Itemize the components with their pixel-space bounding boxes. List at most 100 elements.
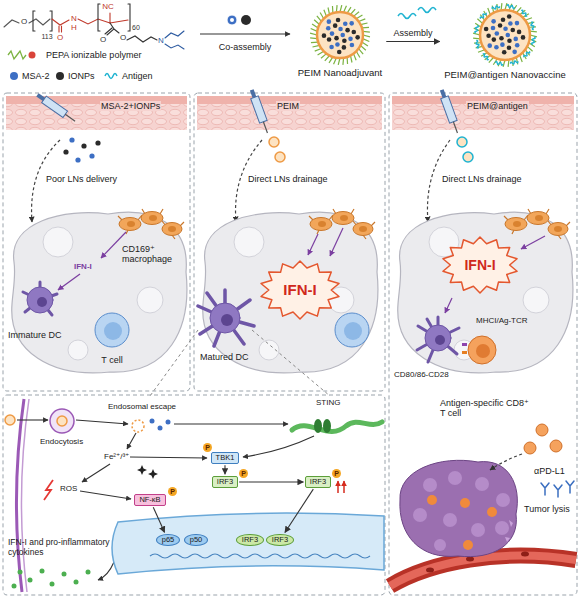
cell-membrane (16, 399, 24, 592)
chemical-structure (4, 20, 19, 27)
nanoparticle-shape (494, 45, 499, 50)
nanoparticle-shape (338, 27, 343, 32)
cell-label: CD169⁺ macrophage (122, 244, 186, 265)
nanoparticle-shape (471, 1, 539, 69)
t-cell (104, 322, 122, 340)
nanoparticle-shape (507, 14, 512, 19)
cytokine-dot (12, 569, 91, 589)
t-cell (344, 322, 362, 340)
blood-vessel (521, 552, 529, 557)
cell-label: Immature DC (8, 330, 62, 340)
pathway-arrow (80, 491, 131, 499)
blood-vessel (466, 557, 474, 562)
outcome-label: Tumor lysis (524, 504, 570, 514)
immune-synapse (462, 351, 467, 354)
antigen-specific-t-cell (524, 442, 536, 454)
skin-layer (392, 96, 574, 130)
zoom-line (150, 330, 330, 396)
legend-swatch (56, 72, 64, 80)
cytokine-dot (50, 582, 55, 587)
legend-sample (29, 52, 36, 59)
node-text: IRF3 (242, 536, 258, 545)
free-drug-particles (69, 137, 74, 142)
tumor (434, 539, 446, 551)
interaction-label: CD80/86-CD28 (394, 370, 449, 379)
legend-text: MSA-2 (22, 71, 50, 81)
dendritic-cell (27, 287, 53, 313)
nanoparticle-shape (487, 43, 492, 48)
repeat-count: 113 (41, 33, 52, 41)
nanoparticle-shape (343, 21, 348, 26)
nanoparticle-shape (480, 10, 530, 60)
cell-label: Matured DC (200, 352, 249, 362)
co-assembly-icon (227, 15, 237, 25)
chemical-structure (110, 13, 128, 23)
nanoparticle: PEIM@antigen Nanovaccine (441, 1, 569, 82)
skin-layer (197, 96, 382, 130)
tumor (423, 478, 437, 492)
nucleus (112, 513, 384, 574)
chemical-structure (78, 19, 110, 24)
antigen-specific-t-cell (490, 454, 522, 470)
nanoparticle-shape (515, 21, 520, 26)
signal-protein: IRF3 (212, 476, 238, 489)
connector-arrow (153, 507, 164, 532)
syringe (36, 93, 45, 101)
macrophage (309, 209, 375, 239)
cytokine-dot (18, 570, 23, 575)
nanoparticle-shape (473, 3, 537, 67)
nanoparticle-shape (330, 31, 335, 36)
antigen-specific-t-cell (550, 440, 562, 452)
antigen-icon (418, 8, 436, 13)
panel-frame (389, 93, 577, 595)
free-drug-particles (75, 157, 80, 162)
co-assembly-icon (230, 18, 234, 22)
phospho-mark: P (168, 487, 177, 496)
antigen-icon (398, 14, 416, 19)
endosome (50, 409, 74, 433)
syringe (251, 96, 267, 123)
nanoparticle-shape (510, 60, 518, 65)
nanoparticle-shape (531, 37, 535, 45)
nanoparticle-shape (505, 33, 510, 38)
node-text: IFN-I (283, 281, 316, 298)
signal-protein: IRF3 (305, 476, 331, 489)
nanoparticle-shape (335, 42, 340, 47)
tumor (427, 495, 437, 505)
cytokine-burst: IFN-I (258, 259, 342, 321)
nanoparticle-shape (508, 21, 513, 26)
tumor (413, 508, 427, 522)
fe-ion-symbol (137, 465, 158, 479)
dendritic-cell (221, 314, 233, 326)
signal-arrow (521, 236, 545, 249)
nanoparticle-shape (355, 35, 360, 40)
nanoparticle-shape (342, 45, 347, 50)
nanoparticle-shape (340, 33, 345, 38)
syringe (263, 122, 267, 133)
node-text: PEIM Nanoadjuvant (298, 68, 383, 79)
node-text: IRF3 (310, 478, 326, 487)
dendritic-cell (37, 297, 47, 307)
lymph-node (12, 212, 573, 373)
nanoparticle-shape (336, 18, 341, 23)
nanoparticle-shape (513, 37, 518, 42)
nanoparticle-shape (475, 40, 480, 48)
node-text: NF-κB (139, 496, 160, 505)
edge-label: Assembly (393, 28, 432, 38)
signal-arrow (330, 228, 343, 256)
chemical-structure (59, 26, 62, 32)
syringe (438, 88, 461, 134)
route-label: Direct LNs drainage (442, 174, 522, 184)
draining-nanoparticle (275, 152, 285, 162)
endosome (5, 409, 171, 433)
ros-lightning (44, 480, 53, 500)
step-label: Co-assembly (219, 42, 272, 52)
chemical-structure (127, 36, 157, 42)
nanoparticle-shape (517, 30, 522, 35)
syringe (250, 89, 256, 98)
cell-label: Antigen-specific CD8⁺ T cell (440, 398, 532, 419)
chemical-structure (52, 19, 69, 25)
nanoparticle-shape (507, 45, 512, 50)
cytokine-burst: IFN-I (440, 235, 520, 295)
nucleus (150, 554, 370, 558)
